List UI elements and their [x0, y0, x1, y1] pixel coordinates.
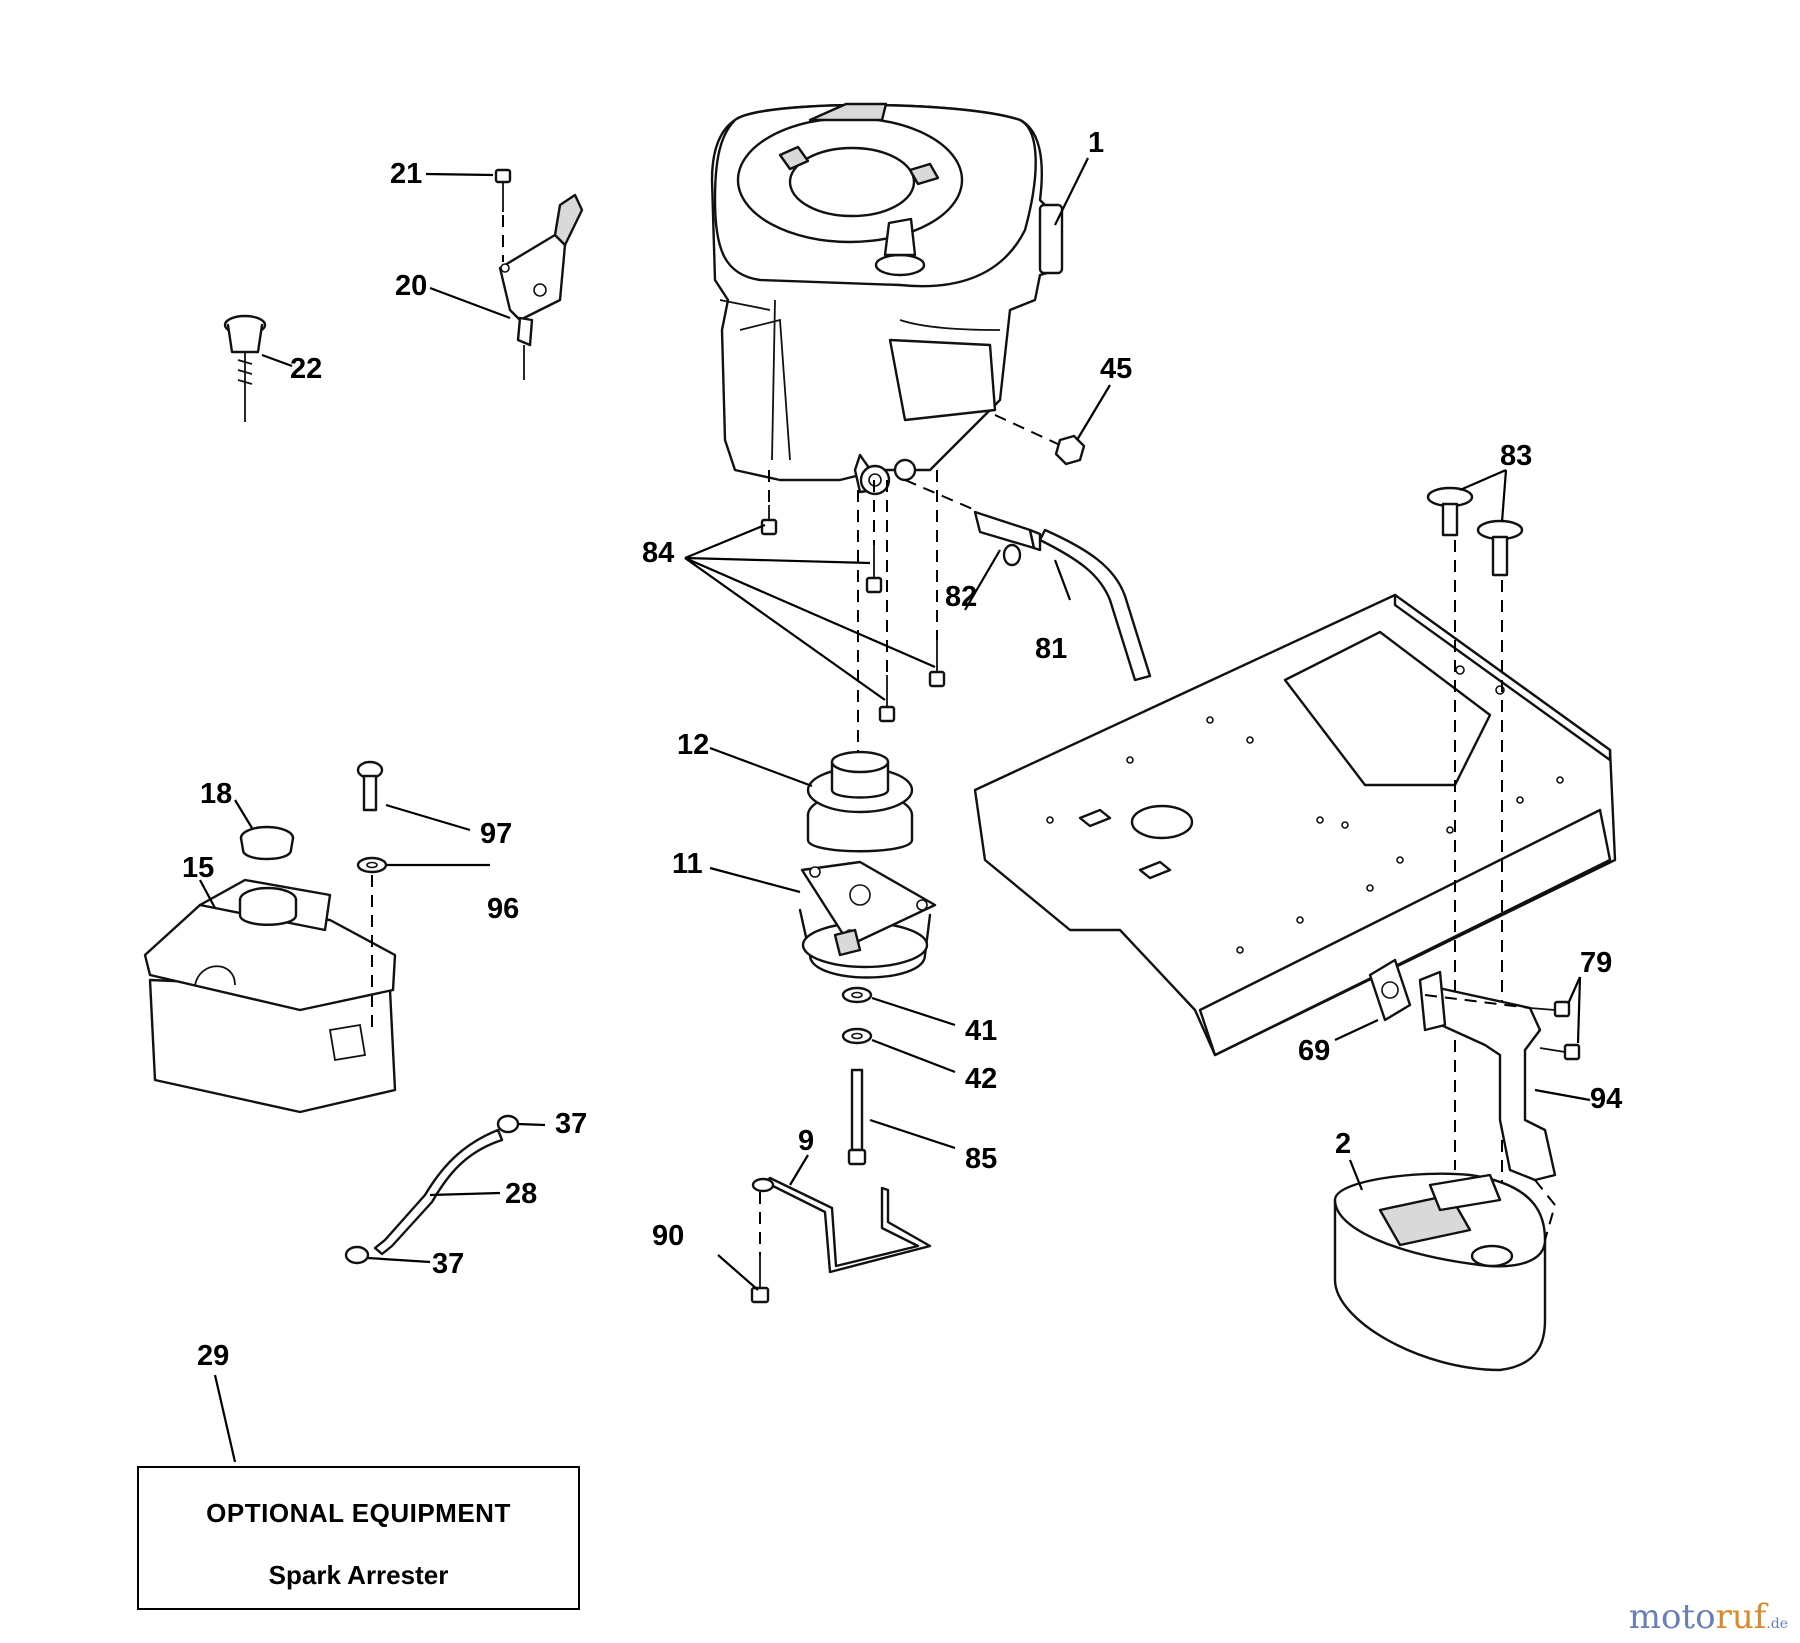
- callout-28: 28: [505, 1178, 537, 1210]
- pulley-12: [806, 750, 914, 853]
- muffler-2: [1333, 1172, 1547, 1372]
- watermark-logo: motoruf.de: [1629, 1597, 1788, 1637]
- callout-41: 41: [965, 1015, 997, 1047]
- fuel-tank-15: [143, 878, 397, 1114]
- throttle-control: [498, 193, 584, 380]
- bracket-9: [751, 1176, 932, 1274]
- spark-arrester-label: Spark Arrester: [268, 1560, 449, 1590]
- engine: [710, 102, 1064, 496]
- engine-bolts-84: [760, 470, 946, 723]
- callout-97: 97: [480, 818, 512, 850]
- fuel-cap-18: [239, 825, 295, 861]
- callout-2: 2: [1335, 1128, 1351, 1160]
- callout-45: 45: [1100, 353, 1132, 385]
- exhaust-pipe-94: [1418, 970, 1557, 1182]
- nut-45: [994, 414, 1086, 466]
- screw-21: [494, 168, 512, 262]
- bolt-79-axis: [1424, 994, 1531, 1009]
- callout-15: 15: [182, 852, 214, 884]
- hose-clamp-37b: [344, 1245, 370, 1265]
- callout-69: 69: [1298, 1035, 1330, 1067]
- fuel-filter-82: [904, 479, 1042, 567]
- screw-97: [356, 760, 384, 812]
- callout-37b: 37: [432, 1248, 464, 1280]
- electric-clutch-11: [798, 860, 937, 979]
- callout-1: 1: [1088, 127, 1104, 159]
- choke-knob-22: [223, 314, 267, 422]
- watermark-part-3: .de: [1766, 1616, 1788, 1632]
- engine-mount-frame: [973, 593, 1617, 1057]
- muffler-link: [1534, 1179, 1557, 1241]
- callout-11: 11: [672, 848, 703, 880]
- callout-81: 81: [1035, 633, 1067, 665]
- fuel-line-81: [1038, 528, 1152, 682]
- optional-equipment-box: OPTIONAL EQUIPMENT Spark Arrester: [137, 1466, 580, 1610]
- flange-bolt-83a: [1426, 486, 1474, 537]
- callout-79: 79: [1580, 947, 1612, 979]
- callout-labels: 1 2 9 11 12 15 18 20 21 22 28 29 37 37 4…: [182, 127, 1622, 1372]
- optional-equipment-heading: OPTIONAL EQUIPMENT: [206, 1498, 511, 1528]
- callout-83: 83: [1500, 440, 1532, 472]
- leader-lines: [199, 157, 1591, 1463]
- callout-90: 90: [652, 1220, 684, 1252]
- callout-42: 42: [965, 1063, 997, 1095]
- washer-42: [841, 1027, 873, 1045]
- watermark-part-2: ruf: [1715, 1597, 1767, 1637]
- callout-12: 12: [677, 729, 709, 761]
- exhaust-bolt-79b: [1539, 1043, 1581, 1061]
- exhaust-bolt-79a: [1529, 1000, 1571, 1018]
- callout-85: 85: [965, 1143, 997, 1175]
- callout-22: 22: [290, 353, 322, 385]
- washer-96: [356, 856, 388, 874]
- callout-96: 96: [487, 893, 519, 925]
- callout-20: 20: [395, 270, 427, 302]
- washer-41: [841, 986, 873, 1004]
- fuel-hose-28: [373, 1128, 504, 1256]
- callout-37a: 37: [555, 1108, 587, 1140]
- exhaust-gasket-69: [1368, 958, 1412, 1022]
- flange-bolt-83b: [1476, 519, 1524, 577]
- callout-21: 21: [390, 158, 422, 190]
- hose-clamp-37a: [496, 1114, 520, 1134]
- watermark-part-1: moto: [1628, 1597, 1716, 1637]
- callout-84: 84: [642, 537, 674, 569]
- callout-94: 94: [1590, 1083, 1622, 1115]
- callout-18: 18: [200, 778, 232, 810]
- callout-82: 82: [945, 581, 977, 613]
- bolt-90: [750, 1192, 770, 1304]
- callout-9: 9: [798, 1125, 814, 1157]
- bolt-85: [847, 1068, 867, 1166]
- callout-29: 29: [197, 1340, 229, 1372]
